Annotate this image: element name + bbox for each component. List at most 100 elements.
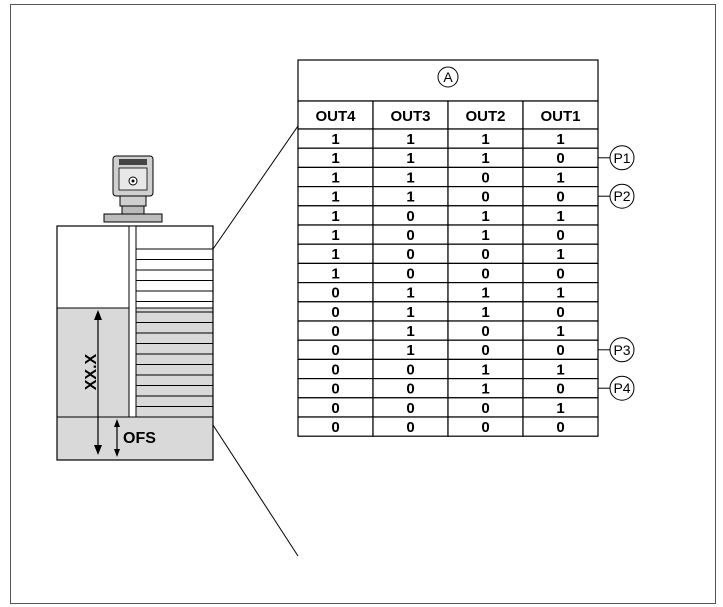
- cell-value: 1: [481, 131, 489, 148]
- cell-value: 0: [331, 419, 339, 436]
- marker-label: P2: [613, 188, 630, 204]
- cell-value: 1: [556, 285, 564, 302]
- offset-arrow-up-icon: [114, 419, 120, 427]
- sensor-neck: [119, 195, 147, 207]
- cell-value: 0: [556, 419, 564, 436]
- cell-value: 1: [556, 246, 564, 263]
- cell-value: 0: [481, 265, 489, 282]
- sensor-display: [119, 159, 147, 165]
- cell-value: 0: [331, 323, 339, 340]
- marker-label: P4: [613, 380, 630, 396]
- switching-table: A OUT4 OUT3 OUT2 OUT1 1 1 1 1 1 1 1 0 1 1 0 1 1 1 0 0 1 0 1 1 1 0…: [297, 59, 599, 437]
- sensor-flange: [103, 213, 163, 223]
- cell-value: 1: [481, 285, 489, 302]
- cell-value: 0: [406, 419, 414, 436]
- table-body: OUT4 OUT3 OUT2 OUT1 1 1 1 1 1 1 1 0 1 1 0 1 1 1 0 0 1 0 1 1 1 0 1 0…: [297, 100, 599, 437]
- cell-value: 0: [406, 227, 414, 244]
- cell-value: 1: [331, 265, 339, 282]
- level-sensor: [103, 155, 163, 223]
- cell-value: 1: [406, 342, 414, 359]
- column-header: OUT3: [390, 108, 430, 125]
- cell-value: 0: [406, 400, 414, 417]
- cell-value: 1: [556, 323, 564, 340]
- cell-value: 0: [331, 304, 339, 321]
- column-header: OUT2: [465, 108, 505, 125]
- marker-circle-icon: [609, 337, 635, 363]
- cell-value: 1: [406, 285, 414, 302]
- cell-value: 0: [481, 323, 489, 340]
- level-dimension: XX.X: [83, 310, 102, 455]
- cell-value: 1: [331, 208, 339, 225]
- cell-value: 1: [406, 189, 414, 206]
- cell-value: 0: [556, 381, 564, 398]
- header-cell: [522, 100, 599, 130]
- table-cell: [522, 416, 599, 437]
- sensor-button-center-icon: [131, 179, 135, 183]
- column-header: OUT4: [315, 108, 356, 125]
- header-cell: [447, 100, 524, 130]
- cell-value: 1: [331, 227, 339, 244]
- cell-value: 0: [331, 400, 339, 417]
- cell-value: 0: [481, 189, 489, 206]
- cell-value: 0: [331, 381, 339, 398]
- cell-value: 1: [406, 304, 414, 321]
- marker-circle-icon: [609, 183, 635, 209]
- cell-value: 1: [556, 400, 564, 417]
- marker-circle-icon: [609, 375, 635, 401]
- cell-value: 0: [331, 342, 339, 359]
- zoom-line-bottom: [212, 424, 299, 557]
- cell-value: 0: [406, 208, 414, 225]
- cell-value: 1: [331, 131, 339, 148]
- marker-circle-icon: [609, 145, 635, 171]
- header-cell: [297, 100, 374, 130]
- cell-value: 1: [556, 131, 564, 148]
- zoom-line-top: [212, 125, 299, 250]
- cell-value: 0: [556, 227, 564, 244]
- cell-value: 1: [331, 246, 339, 263]
- marker-label: P1: [613, 150, 630, 166]
- level-arrow-up-icon: [94, 310, 102, 320]
- cell-value: 1: [331, 169, 339, 186]
- cell-value: 1: [331, 150, 339, 167]
- cell-value: 0: [556, 342, 564, 359]
- cell-value: 1: [556, 169, 564, 186]
- probe-rod: [128, 225, 137, 418]
- cell-value: 0: [556, 189, 564, 206]
- column-header: OUT1: [540, 108, 580, 125]
- cell-value: 0: [406, 381, 414, 398]
- cell-value: 0: [481, 342, 489, 359]
- cell-value: 0: [556, 150, 564, 167]
- cell-value: 0: [331, 285, 339, 302]
- cell-value: 1: [406, 150, 414, 167]
- cell-value: 1: [481, 381, 489, 398]
- figure-frame: [10, 4, 716, 604]
- cell-value: 0: [556, 304, 564, 321]
- sensor-thread: [121, 205, 145, 215]
- cell-value: 0: [406, 246, 414, 263]
- cell-value: 0: [556, 265, 564, 282]
- marker-a-icon: [437, 66, 459, 88]
- cell-value: 1: [406, 131, 414, 148]
- cell-value: 1: [556, 208, 564, 225]
- offset-label: OFS: [123, 430, 156, 447]
- cell-value: 1: [481, 150, 489, 167]
- cell-value: 0: [481, 419, 489, 436]
- cell-value: 0: [481, 246, 489, 263]
- level-label: XX.X: [83, 353, 100, 390]
- cell-value: 0: [331, 361, 339, 378]
- cell-value: 1: [556, 361, 564, 378]
- cell-value: 0: [406, 265, 414, 282]
- offset-arrow-down-icon: [114, 449, 120, 457]
- cell-value: 1: [481, 227, 489, 244]
- cell-value: 1: [481, 304, 489, 321]
- cell-value: 1: [406, 169, 414, 186]
- cell-value: 1: [331, 189, 339, 206]
- level-arrow-down-icon: [94, 445, 102, 455]
- tank: [56, 225, 214, 461]
- cell-value: 0: [481, 169, 489, 186]
- table-title-marker: A: [443, 69, 453, 85]
- marker-label: P3: [613, 342, 630, 358]
- cell-value: 1: [481, 208, 489, 225]
